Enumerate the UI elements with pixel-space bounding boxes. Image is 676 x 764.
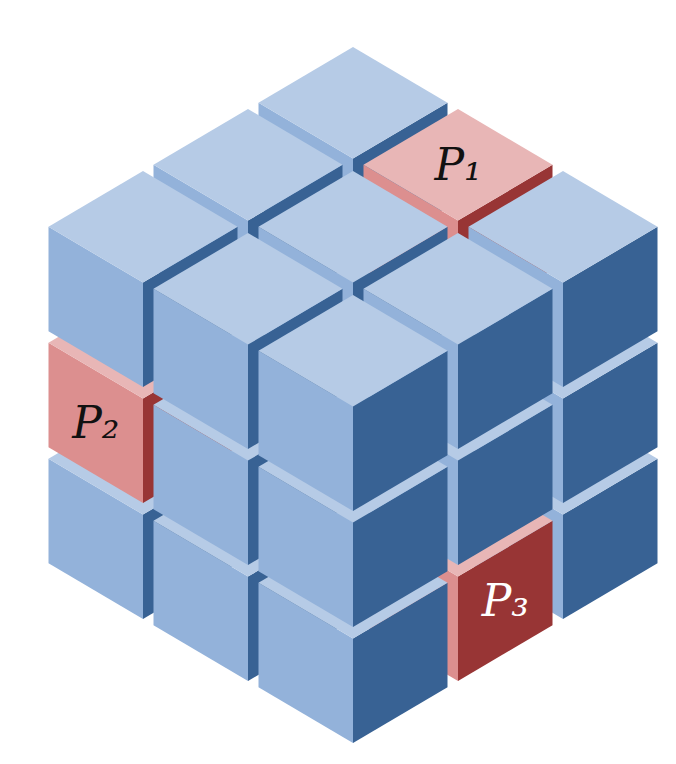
point-label: P₂ [72, 401, 119, 445]
point-label: P₁ [434, 143, 481, 187]
point-label: P₃ [482, 579, 529, 623]
cube-face [259, 295, 448, 407]
